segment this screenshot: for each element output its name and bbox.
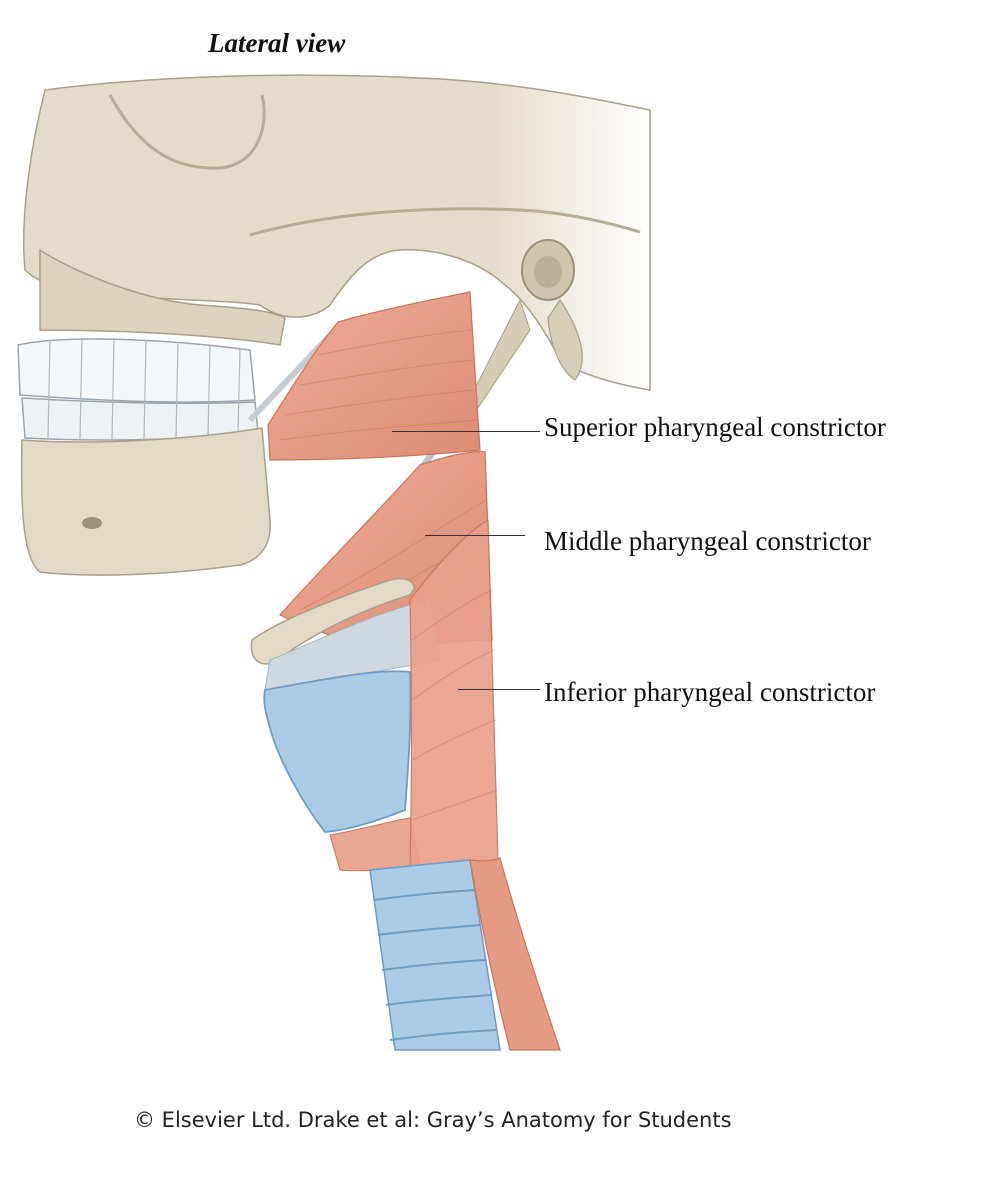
inferior-constrictor-label: Inferior pharyngeal constrictor (544, 677, 876, 707)
esophagus (469, 857, 561, 1051)
trachea (369, 859, 501, 1051)
superior-constrictor-muscle (267, 291, 481, 461)
superior-leader-line (392, 431, 540, 432)
thyroid-cartilage (263, 670, 412, 833)
teeth (17, 337, 259, 441)
copyright-credit: © Elsevier Ltd. Drake et al: Gray’s Anat… (134, 1108, 732, 1132)
middle-constrictor-label: Middle pharyngeal constrictor (544, 526, 871, 556)
figure-title: Lateral view (208, 28, 346, 58)
orbit (108, 94, 266, 170)
mastoid-process (547, 298, 583, 381)
inferior-leader-line (458, 689, 540, 690)
skull (22, 74, 651, 391)
zygomatic-arch (249, 207, 641, 237)
upper-teeth (17, 338, 256, 403)
mental-foramen (82, 517, 102, 529)
middle-leader-line (425, 535, 525, 536)
maxilla (39, 248, 286, 346)
mandible (20, 427, 271, 576)
superior-constrictor-label: Superior pharyngeal constrictor (544, 412, 886, 442)
ear-canal-inner (534, 256, 562, 288)
